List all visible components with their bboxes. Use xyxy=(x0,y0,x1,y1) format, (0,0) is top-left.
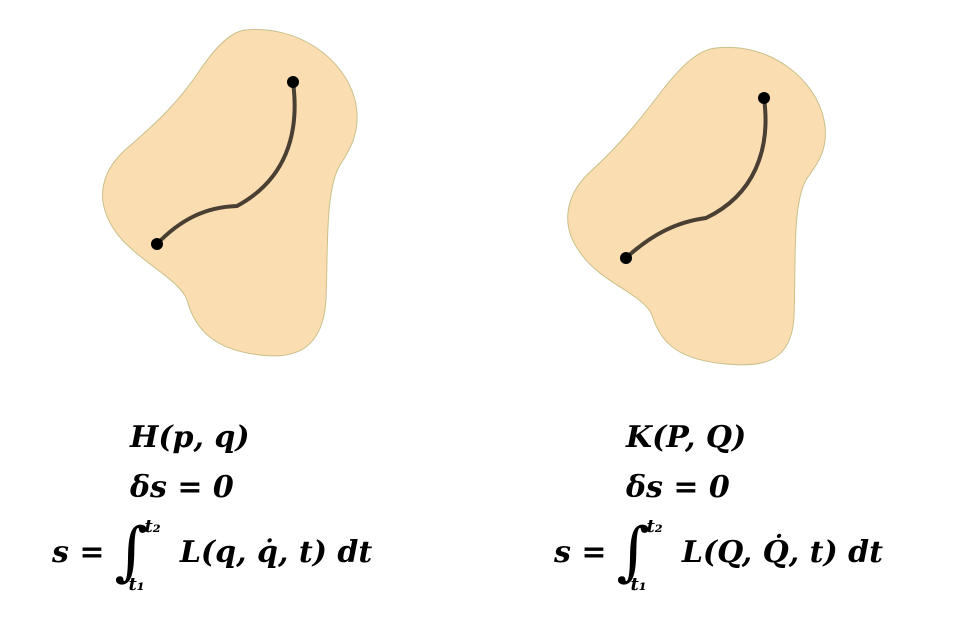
right-phase-region xyxy=(567,46,826,366)
right-end-point xyxy=(758,92,770,104)
right-trajectory xyxy=(624,96,768,260)
left-lower-limit: t₁ xyxy=(128,574,145,595)
left-integrand: L(q, q̇, t) dt xyxy=(179,534,373,570)
left-end-point xyxy=(287,76,299,88)
right-start-point xyxy=(620,252,632,264)
right-action-equation: s = ∫ t₂ t₁ L(Q, Q̇, t) dt xyxy=(554,515,883,595)
right-hamiltonian: K(P, Q) xyxy=(626,420,747,455)
left-phase-region xyxy=(102,29,358,357)
right-upper-limit: t₂ xyxy=(646,516,663,537)
left-start-point xyxy=(151,238,163,250)
left-panel: H(p, q) δs = 0 s = ∫ t₂ t₁ L(q, q̇, t) d… xyxy=(52,29,373,595)
right-lower-limit: t₁ xyxy=(630,574,647,595)
left-action-equation: s = ∫ t₂ t₁ L(q, q̇, t) dt xyxy=(52,515,373,595)
left-action-lhs: s = xyxy=(52,534,105,570)
left-integral-sign: ∫ t₂ t₁ xyxy=(114,515,161,595)
left-diagram xyxy=(102,29,358,357)
left-variation: δs = 0 xyxy=(130,470,234,505)
right-action-lhs: s = xyxy=(554,534,607,570)
left-hamiltonian: H(p, q) xyxy=(130,420,250,455)
right-variation: δs = 0 xyxy=(626,470,730,505)
left-trajectory xyxy=(155,80,297,246)
right-integrand: L(Q, Q̇, t) dt xyxy=(681,534,883,570)
right-diagram xyxy=(567,46,826,366)
right-integral-sign: ∫ t₂ t₁ xyxy=(616,515,663,595)
left-upper-limit: t₂ xyxy=(144,516,161,537)
right-panel: K(P, Q) δs = 0 s = ∫ t₂ t₁ L(Q, Q̇, t) d… xyxy=(486,0,972,634)
